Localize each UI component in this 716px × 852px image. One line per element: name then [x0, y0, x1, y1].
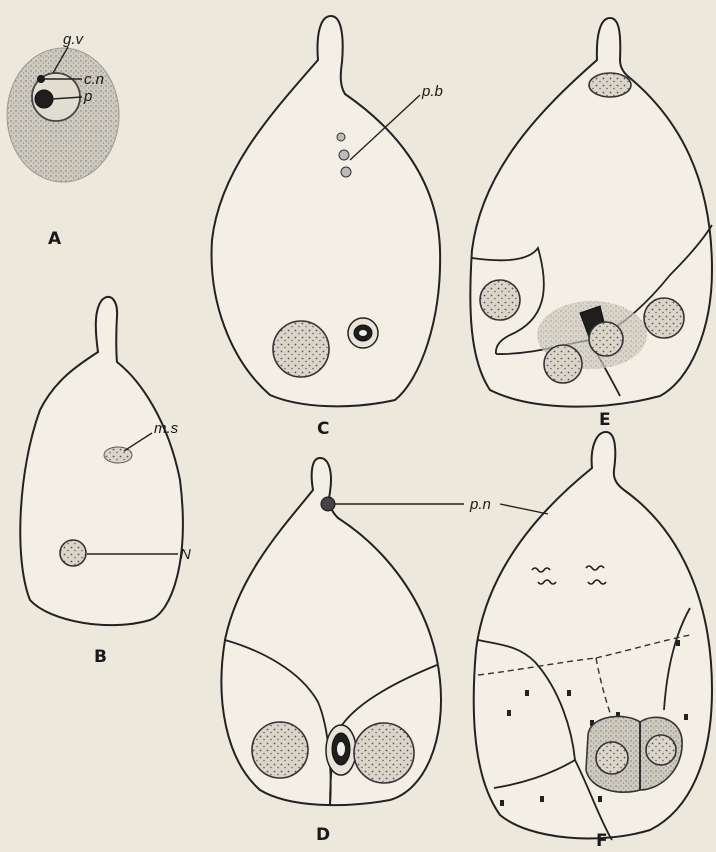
figure-label-f: F [596, 831, 608, 851]
figure-label-c: C [317, 419, 329, 439]
nucleus-e-2 [589, 322, 623, 356]
nucleus-f-2 [646, 735, 676, 765]
micropylar-spindle [104, 447, 132, 463]
nucleus-d-left [252, 722, 308, 778]
central-nucleolus-dot [38, 76, 45, 83]
figure-c: p.b C [212, 16, 443, 439]
nucleus-d-right [354, 723, 414, 783]
nucleus-e-1 [480, 280, 520, 320]
label-ms: m.s [154, 420, 179, 437]
nucleolus [35, 90, 53, 108]
figure-label-b: B [94, 647, 107, 667]
label-N: N [180, 546, 191, 563]
nucleus-b [60, 540, 86, 566]
nucleus-c [273, 321, 329, 377]
label-p: p [83, 88, 92, 105]
figure-d: D [221, 458, 441, 845]
label-cn: c.n [84, 71, 104, 88]
polar-nucleus-e [589, 73, 631, 97]
label-pb: p.b [421, 83, 443, 100]
pn-annotation: p.n [335, 496, 548, 514]
leader-pn-f [500, 504, 548, 514]
figure-label-d: D [316, 825, 330, 845]
sperm-spot-c [359, 330, 367, 336]
figure-b: m.s N B [20, 297, 191, 667]
embryo-sac-b [20, 297, 183, 625]
nucleus-f-1 [596, 742, 628, 774]
figure-a: g.v c.n p A [7, 31, 119, 249]
label-pn: p.n [469, 496, 491, 513]
figure-e: E [470, 18, 712, 430]
polar-nucleus-d [321, 497, 335, 511]
label-gv: g.v [63, 31, 85, 48]
figure-label-e: E [599, 410, 611, 430]
nucleus-e-3 [644, 298, 684, 338]
figure-label-a: A [48, 229, 62, 249]
sperm-spot-d [337, 742, 345, 756]
figure-f: F [474, 432, 712, 851]
nucleus-e-4 [544, 345, 582, 383]
